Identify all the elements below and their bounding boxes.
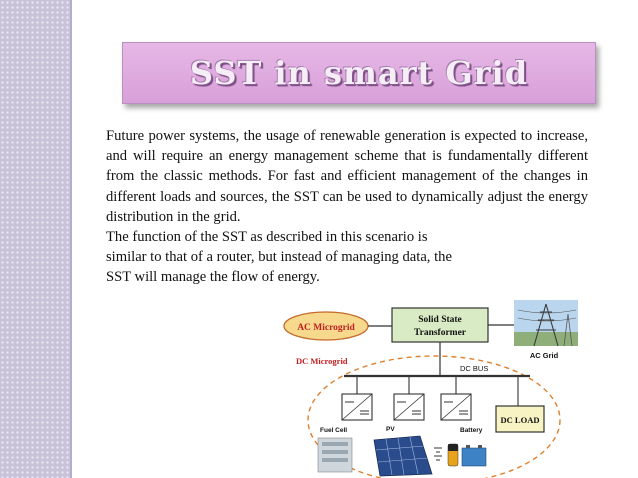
pv-label: PV [386, 426, 395, 433]
sst-label-line-2: Transformer [414, 328, 467, 338]
decorative-side-band [0, 0, 70, 478]
sst-label-line-1: Solid State [418, 315, 462, 325]
sst-box [391, 307, 489, 343]
ac-microgrid-label: AC Microgrid [297, 323, 355, 333]
transmission-tower-picture [514, 300, 578, 347]
pv-panel-picture [373, 435, 433, 477]
body-line-1: The function of the SST as described in … [106, 229, 428, 246]
battery-label: Battery [460, 427, 483, 434]
dc-bus-label: DC BUS [460, 364, 488, 373]
dc-microgrid-label: DC Microgrid [296, 356, 348, 366]
intro-paragraph: Future power systems, the usage of renew… [106, 128, 588, 225]
battery-picture [434, 443, 487, 467]
slide-body: Future power systems, the usage of renew… [106, 126, 588, 288]
fuel-cell-picture [317, 437, 353, 473]
slide-title: SST in smart Grid [189, 54, 529, 92]
ac-grid-label: AC Grid [530, 351, 559, 360]
side-band-edge [70, 0, 72, 478]
fuel-cell-label: Fuel Cell [320, 427, 347, 434]
body-line-3: SST will manage the flow of energy. [106, 269, 320, 286]
converter-pv [393, 393, 425, 421]
title-banner: SST in smart Grid [122, 42, 596, 104]
sst-diagram: AC Microgrid Solid State Transformer AC … [283, 300, 578, 478]
converter-battery [440, 393, 472, 421]
dc-microgrid-boundary [307, 355, 561, 478]
dc-load-label: DC LOAD [501, 415, 540, 425]
body-line-2: similar to that of a router, but instead… [106, 249, 452, 266]
dc-load-box [495, 405, 545, 433]
converter-fuel-cell [341, 393, 373, 421]
